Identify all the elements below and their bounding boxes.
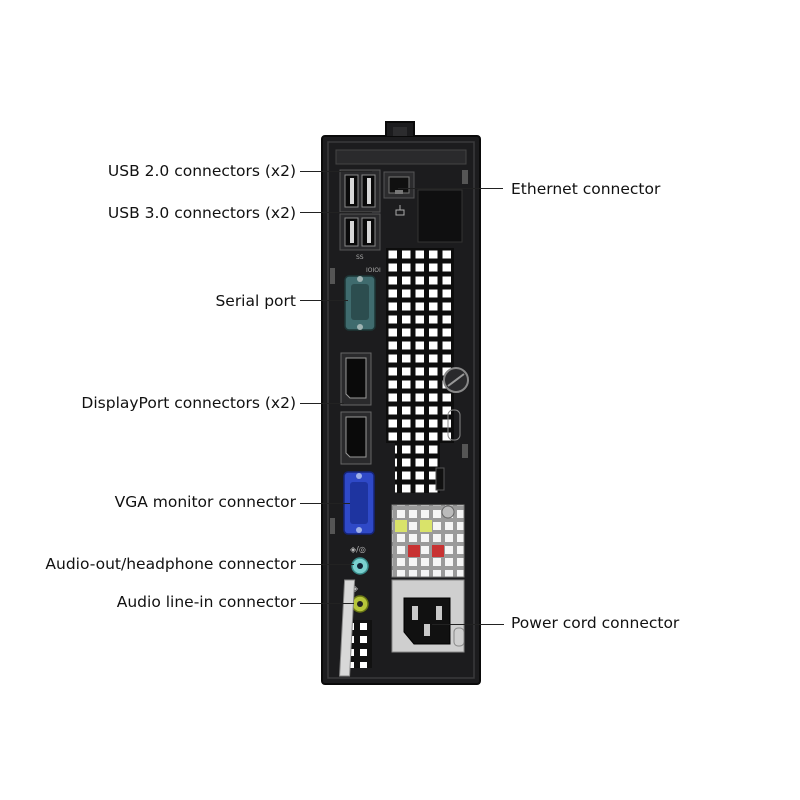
leader-ethernet	[398, 188, 503, 189]
audio-out-port: ◈/◎	[350, 545, 369, 575]
label-audio-out: Audio-out/headphone connector	[45, 555, 296, 573]
usb-icon: SS	[356, 254, 364, 261]
leader-usb2	[300, 171, 372, 172]
leader-displayport	[300, 403, 344, 404]
leader-usb3	[300, 212, 372, 213]
label-serial: Serial port	[215, 292, 296, 310]
displayport-ports	[340, 352, 372, 465]
ventilation-grille	[386, 248, 454, 493]
label-vga: VGA monitor connector	[114, 493, 296, 511]
label-displayport: DisplayPort connectors (x2)	[81, 394, 296, 412]
serial-port: IOIOI	[344, 267, 381, 331]
svg-text:SS: SS	[356, 254, 364, 261]
label-usb3: USB 3.0 connectors (x2)	[107, 204, 296, 222]
svg-text:◈: ◈	[352, 584, 359, 593]
leader-vga	[300, 503, 350, 504]
serial-port-mark: IOIOI	[366, 267, 381, 274]
ethernet-port	[383, 171, 463, 243]
label-power: Power cord connector	[511, 614, 680, 632]
usb2-ports	[339, 169, 381, 213]
leader-power	[432, 624, 504, 625]
label-audio-in: Audio line-in connector	[116, 593, 296, 611]
label-usb2: USB 2.0 connectors (x2)	[107, 162, 296, 180]
power-connector	[391, 579, 465, 653]
line-in-icon: ◈	[352, 584, 359, 593]
leader-audio-in	[300, 603, 354, 604]
label-ethernet: Ethernet connector	[511, 180, 661, 198]
ethernet-icon	[395, 205, 405, 216]
vga-port	[343, 471, 375, 535]
expansion-slot-cover	[339, 579, 356, 677]
headphone-icon: ◈/◎	[350, 545, 366, 554]
usb3-ports: SS	[339, 213, 381, 261]
psu-vent	[391, 504, 465, 578]
leader-audio-out	[300, 564, 354, 565]
svg-text:◈/◎: ◈/◎	[350, 545, 366, 554]
leader-serial	[300, 300, 348, 301]
